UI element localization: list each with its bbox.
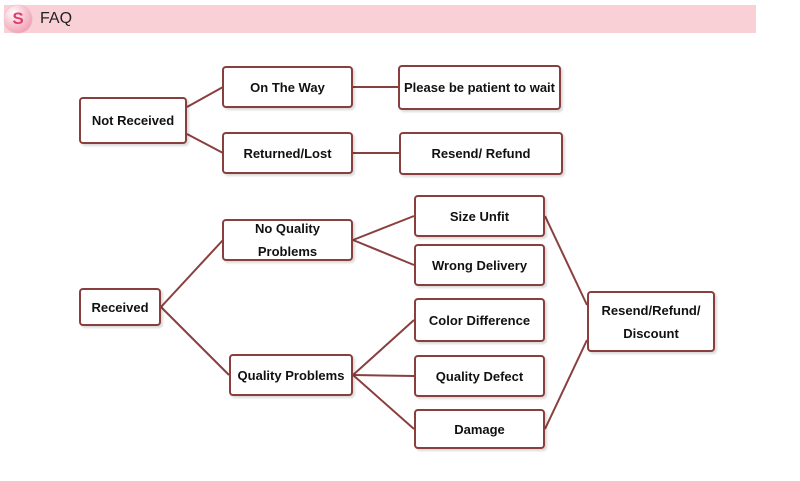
no-quality-problems-box: No Quality Problems (222, 219, 353, 261)
damage-box: Damage (414, 409, 545, 449)
page-title: FAQ (40, 10, 73, 27)
please-be-patient-box: Please be patient to wait (398, 65, 561, 110)
resend-refund-discount-line1: Resend/Refund/ (601, 302, 701, 318)
not-received-box: Not Received (79, 97, 187, 144)
resend-refund-box: Resend/ Refund (399, 132, 563, 175)
on-the-way-box: On The Way (222, 66, 353, 108)
returned-lost-box: Returned/Lost (222, 132, 353, 174)
brand-logo-icon: S (4, 5, 32, 33)
quality-defect-box: Quality Defect (414, 355, 545, 397)
color-difference-box: Color Difference (414, 298, 545, 342)
wrong-delivery-box: Wrong Delivery (414, 244, 545, 286)
resend-refund-discount-line2: Discount (623, 325, 679, 341)
quality-problems-box: Quality Problems (229, 354, 353, 396)
received-box: Received (79, 288, 161, 326)
faq-header-bar (4, 5, 756, 33)
logo-letter: S (12, 9, 24, 28)
size-unfit-box: Size Unfit (414, 195, 545, 237)
resend-refund-discount-box: Resend/Refund/ Discount (587, 291, 715, 352)
